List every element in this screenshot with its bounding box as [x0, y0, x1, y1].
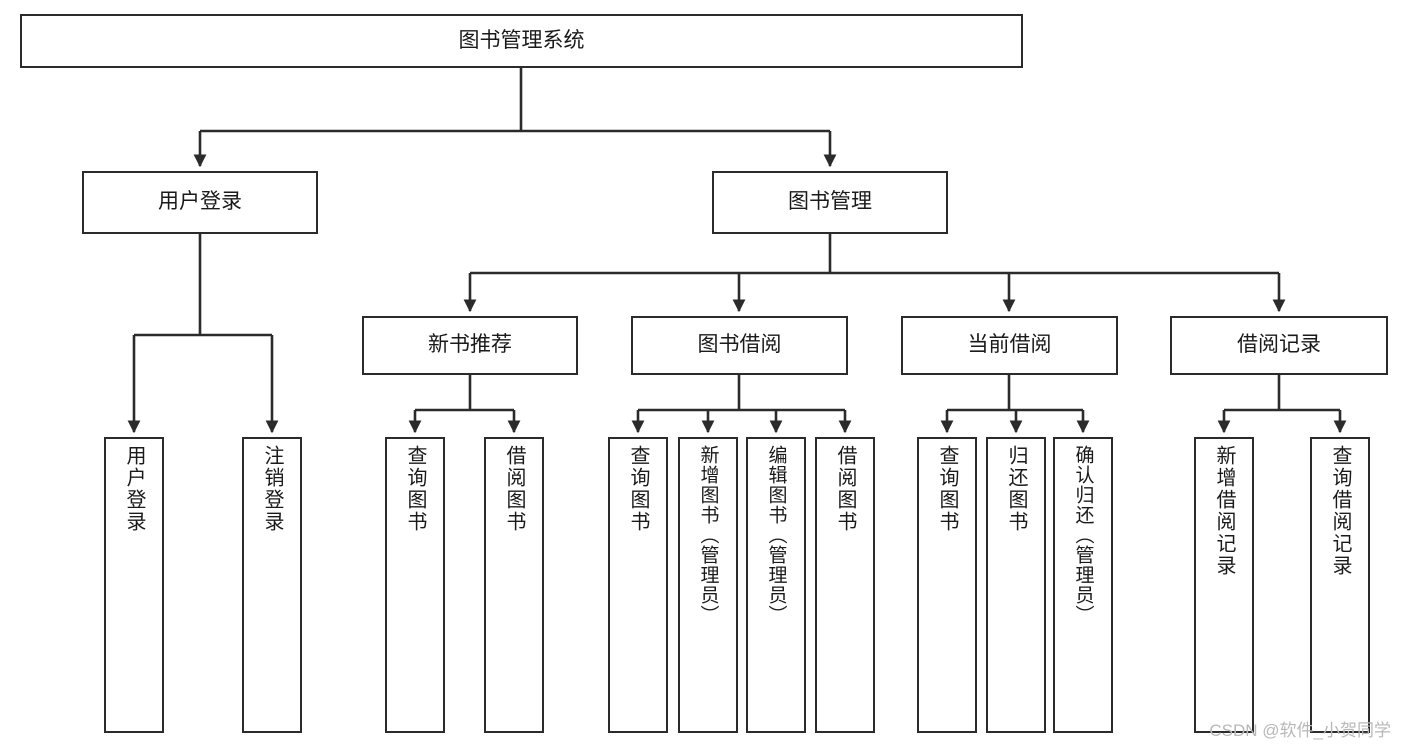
leaf-node[interactable]: 注销登录 [242, 437, 302, 733]
node-book-management[interactable]: 图书管理 [712, 171, 948, 234]
node-book-borrow-label: 图书借阅 [697, 333, 782, 357]
leaf-node-label: 查询图书 [627, 445, 649, 533]
leaf-node-label: 新增图书（管理员） [697, 445, 719, 625]
leaf-node-label: 查询图书 [404, 445, 426, 533]
leaf-node-label: 编辑图书（管理员） [765, 445, 787, 625]
leaf-node-label: 查询借阅记录 [1329, 445, 1351, 577]
leaf-node[interactable]: 借阅图书 [484, 437, 544, 733]
node-user-login[interactable]: 用户登录 [82, 171, 318, 234]
leaf-node-label: 用户登录 [123, 445, 145, 533]
leaf-node[interactable]: 确认归还（管理员） [1053, 437, 1113, 733]
leaf-node-label: 借阅图书 [834, 445, 856, 533]
leaf-node[interactable]: 编辑图书（管理员） [746, 437, 806, 733]
leaf-node[interactable]: 查询借阅记录 [1310, 437, 1370, 733]
node-borrow-record-label: 借阅记录 [1237, 333, 1321, 357]
leaf-node-label: 新增借阅记录 [1213, 445, 1235, 577]
leaf-node[interactable]: 借阅图书 [815, 437, 875, 733]
leaf-node[interactable]: 查询图书 [385, 437, 445, 733]
node-book-management-label: 图书管理 [788, 190, 872, 214]
leaf-node-label: 注销登录 [261, 445, 283, 533]
csdn-watermark: CSDN @软件_小贺同学 [1209, 721, 1391, 740]
leaf-node-label: 确认归还（管理员） [1072, 445, 1094, 625]
node-book-borrow[interactable]: 图书借阅 [631, 316, 848, 375]
node-new-book-recommend-label: 新书推荐 [428, 333, 512, 357]
leaf-node[interactable]: 新增借阅记录 [1194, 437, 1254, 733]
leaf-node-label: 归还图书 [1005, 445, 1027, 533]
leaf-node[interactable]: 用户登录 [104, 437, 164, 733]
node-current-borrow[interactable]: 当前借阅 [901, 316, 1118, 375]
node-user-login-label: 用户登录 [158, 190, 242, 214]
leaf-node[interactable]: 新增图书（管理员） [678, 437, 738, 733]
leaf-node[interactable]: 查询图书 [608, 437, 668, 733]
node-root[interactable]: 图书管理系统 [20, 14, 1023, 68]
node-borrow-record[interactable]: 借阅记录 [1170, 316, 1388, 375]
node-root-label: 图书管理系统 [458, 28, 585, 52]
node-new-book-recommend[interactable]: 新书推荐 [362, 316, 578, 375]
leaf-node-label: 查询图书 [936, 445, 958, 533]
leaf-node[interactable]: 归还图书 [986, 437, 1046, 733]
leaf-node-label: 借阅图书 [503, 445, 525, 533]
leaf-node[interactable]: 查询图书 [917, 437, 977, 733]
node-current-borrow-label: 当前借阅 [967, 333, 1052, 357]
